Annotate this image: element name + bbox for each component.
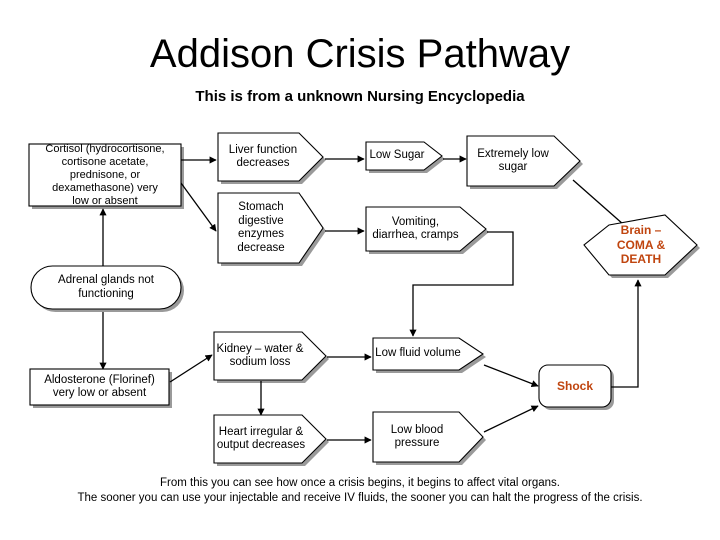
node-heart — [213, 414, 327, 464]
node-stomach — [217, 192, 324, 264]
node-brain — [583, 214, 698, 276]
node-shock — [538, 364, 612, 408]
edge-lowfluid-shock — [483, 364, 539, 387]
page-title: Addison Crisis Pathway — [149, 32, 571, 76]
node-kidney — [213, 331, 327, 381]
footer-line-2: The sooner you can use your injectable a… — [77, 492, 643, 504]
node-extremesugar — [466, 135, 581, 187]
edge-vomiting-lowfluid — [409, 231, 514, 337]
node-lowbp — [372, 411, 484, 463]
node-lowfluid — [372, 337, 484, 371]
node-adrenal — [30, 265, 182, 310]
footer-note: From this you can see how once a crisis … — [0, 476, 720, 506]
edge-aldosterone-kidney — [169, 354, 213, 383]
node-cortisol — [28, 143, 182, 207]
edge-cortisol-stomach — [180, 182, 217, 232]
connector-layer — [99, 155, 642, 444]
node-vomiting — [365, 206, 487, 252]
node-aldosterone — [29, 368, 170, 406]
edge-shock-brain — [610, 279, 642, 388]
edge-lowbp-shock — [483, 405, 539, 433]
node-liver — [217, 132, 324, 182]
page-subtitle: This is from a unknown Nursing Encyclope… — [195, 88, 525, 105]
footer-line-1: From this you can see how once a crisis … — [160, 477, 560, 489]
node-lowsugar — [365, 141, 443, 171]
